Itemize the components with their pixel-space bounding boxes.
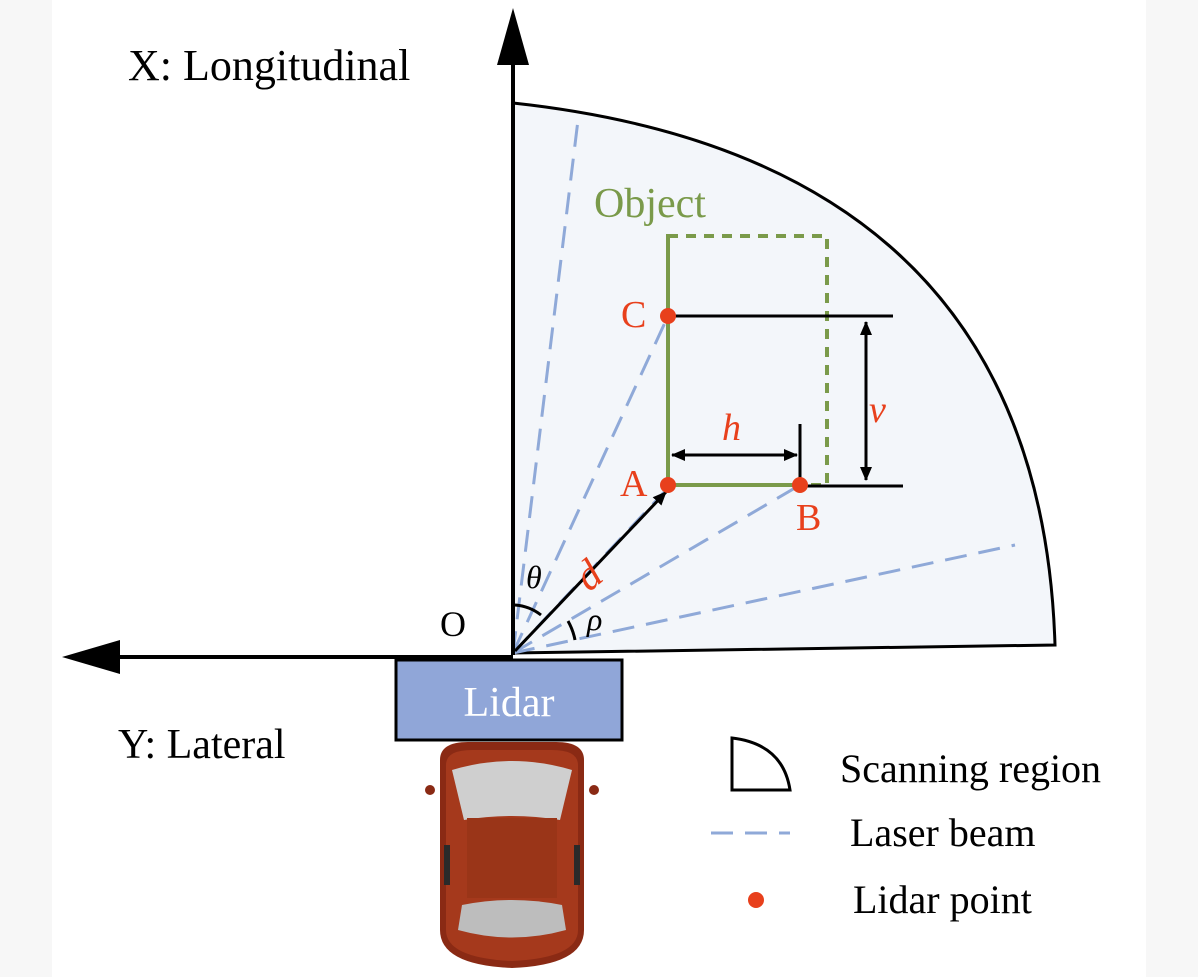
lidar-label: Lidar (464, 680, 555, 726)
laser-beams (511, 119, 1016, 655)
car-image (425, 742, 599, 968)
origin-label: O (440, 604, 466, 644)
lidar-point-a (660, 477, 676, 493)
lidar-point-c (660, 308, 676, 324)
y-axis-label: Y: Lateral (118, 722, 286, 768)
point-label-a: A (620, 463, 648, 505)
object-label: Object (594, 181, 706, 227)
legend-lidar-point-icon (748, 892, 764, 908)
h-dimension (671, 424, 802, 480)
legend-scanning-region-icon (730, 736, 792, 792)
laser-beam (511, 119, 580, 654)
legend-scanning-region-label: Scanning region (840, 746, 1101, 791)
theta-arc (514, 603, 542, 617)
point-label-b: B (796, 497, 821, 539)
lidar-point-b (792, 477, 808, 493)
point-label-c: C (621, 294, 646, 336)
legend-lidar-point-label: Lidar point (853, 877, 1032, 922)
laser-beam (512, 543, 1016, 655)
v-label: v (869, 389, 886, 431)
distance-vector (513, 490, 668, 653)
theta-label: θ (526, 559, 542, 595)
x-axis-label: X: Longitudinal (128, 41, 410, 90)
rho-label: ρ (586, 601, 602, 637)
h-label: h (722, 407, 741, 449)
laser-beam (512, 483, 801, 655)
laser-beam (511, 315, 670, 654)
y-axis (62, 640, 513, 674)
v-dimension (668, 314, 903, 488)
lidar-points (660, 308, 808, 493)
scanning-region (511, 101, 1057, 655)
legend-laser-beam-label: Laser beam (850, 810, 1035, 855)
x-axis (497, 8, 529, 655)
lidar-box (394, 658, 624, 742)
rho-arc (566, 620, 577, 641)
